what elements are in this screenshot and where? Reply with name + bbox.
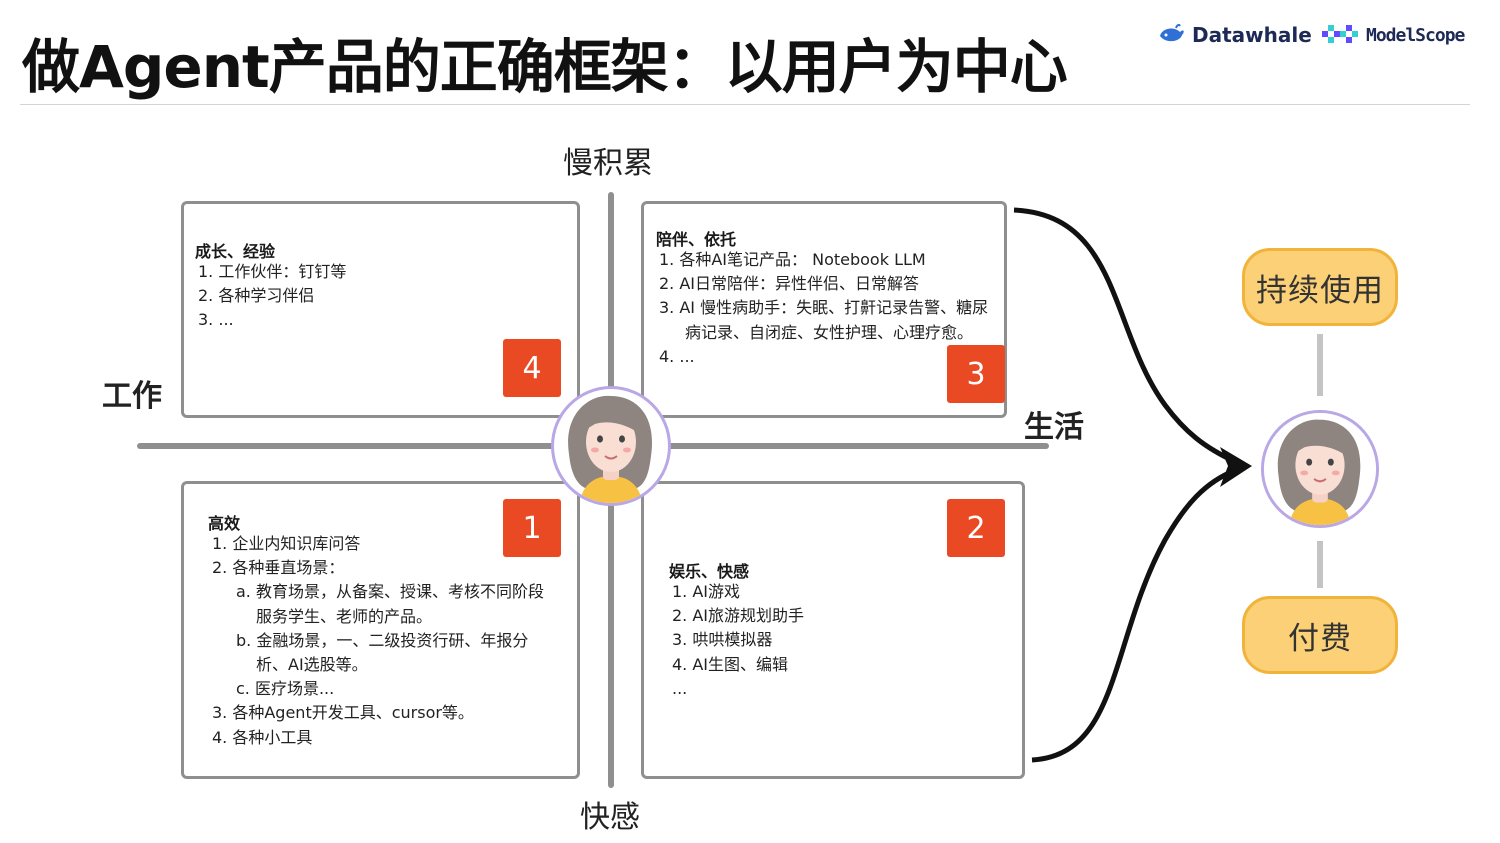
list-item: 析、AI选股等。 <box>256 655 368 675</box>
quadrant-1-list: 1. 企业内知识库问答 2. 各种垂直场景： a. 教育场景，从备案、授课、考核… <box>212 532 544 750</box>
quadrant-4-title: 成长、经验 <box>195 242 276 261</box>
title-divider <box>20 104 1470 105</box>
list-item: 1. 企业内知识库问答 <box>212 534 361 553</box>
list-item: 4. 各种小工具 <box>212 727 313 747</box>
list-item: 1. 各种AI笔记产品： Notebook LLM <box>659 250 926 269</box>
list-item: b. 金融场景，一、二级投资行研、年报分 <box>236 630 529 650</box>
quadrant-4-list: 1. 工作伙伴：钉钉等 2. 各种学习伴侣 3. ... <box>198 260 346 333</box>
list-item: 3. AI 慢性病助手：失眠、打鼾记录告警、糖尿 <box>659 298 989 318</box>
quadrant-2-title: 娱乐、快感 <box>669 562 750 581</box>
list-item: 1. 工作伙伴：钉钉等 <box>198 262 347 281</box>
quadrant-4-badge: 4 <box>503 339 561 397</box>
page-title: 做Agent产品的正确框架：以用户为中心 <box>22 33 1068 101</box>
quadrant-2-badge: 2 <box>947 499 1005 557</box>
list-item: 3. ... <box>198 310 234 330</box>
modelscope-logo-icon <box>1322 25 1358 43</box>
list-item: 3. 哄哄模拟器 <box>672 630 773 650</box>
modelscope-label: ModelScope <box>1366 24 1465 46</box>
axis-label-top: 慢积累 <box>563 146 653 181</box>
list-item: c. 医疗场景... <box>236 679 335 699</box>
list-item: 2. AI日常陪伴：异性伴侣、日常解答 <box>659 274 920 294</box>
quadrant-3-title: 陪伴、依托 <box>656 230 737 249</box>
list-item: 服务学生、老师的产品。 <box>256 606 433 626</box>
axis-label-left: 工作 <box>102 379 162 414</box>
list-item: 4. ... <box>659 346 695 366</box>
arrow-top-curve <box>1013 207 1238 465</box>
list-item: a. 教育场景，从备案、授课、考核不同阶段 <box>236 582 544 602</box>
datawhale-logo-icon <box>1160 24 1184 42</box>
list-item: 1. AI游戏 <box>672 582 741 601</box>
outcome-payment: 付费 <box>1242 596 1398 674</box>
quadrant-3-badge: 3 <box>947 345 1005 403</box>
quadrant-2-list: 1. AI游戏 2. AI旅游规划助手 3. 哄哄模拟器 4. AI生图、编辑 … <box>672 580 804 701</box>
arrow-bottom-curve <box>1031 467 1237 763</box>
datawhale-label: Datawhale <box>1192 23 1312 47</box>
modelscope-logo: ModelScope <box>1320 20 1465 50</box>
outcome-continued-use: 持续使用 <box>1242 248 1398 326</box>
list-item: 2. AI旅游规划助手 <box>672 606 805 626</box>
axis-label-right: 生活 <box>1024 410 1084 445</box>
quadrant-3-list: 1. 各种AI笔记产品： Notebook LLM 2. AI日常陪伴：异性伴侣… <box>659 248 988 369</box>
axis-label-bottom: 快感 <box>580 800 640 835</box>
list-item: 4. AI生图、编辑 <box>672 654 789 674</box>
list-item: 病记录、自闭症、女性护理、心理疗愈。 <box>685 322 974 342</box>
quadrant-3-card <box>641 201 1007 418</box>
list-item: 2. 各种学习伴侣 <box>198 286 315 306</box>
quadrant-1-badge: 1 <box>503 499 561 557</box>
list-item: ... <box>672 678 688 698</box>
user-avatar-icon <box>551 386 671 506</box>
list-item: 3. 各种Agent开发工具、cursor等。 <box>212 703 474 723</box>
arrow-icon <box>1220 447 1252 487</box>
user-avatar-icon <box>1260 409 1380 529</box>
list-item: 2. 各种垂直场景： <box>212 558 345 578</box>
datawhale-logo: Datawhale <box>1158 20 1312 50</box>
quadrant-1-title: 高效 <box>208 514 241 533</box>
